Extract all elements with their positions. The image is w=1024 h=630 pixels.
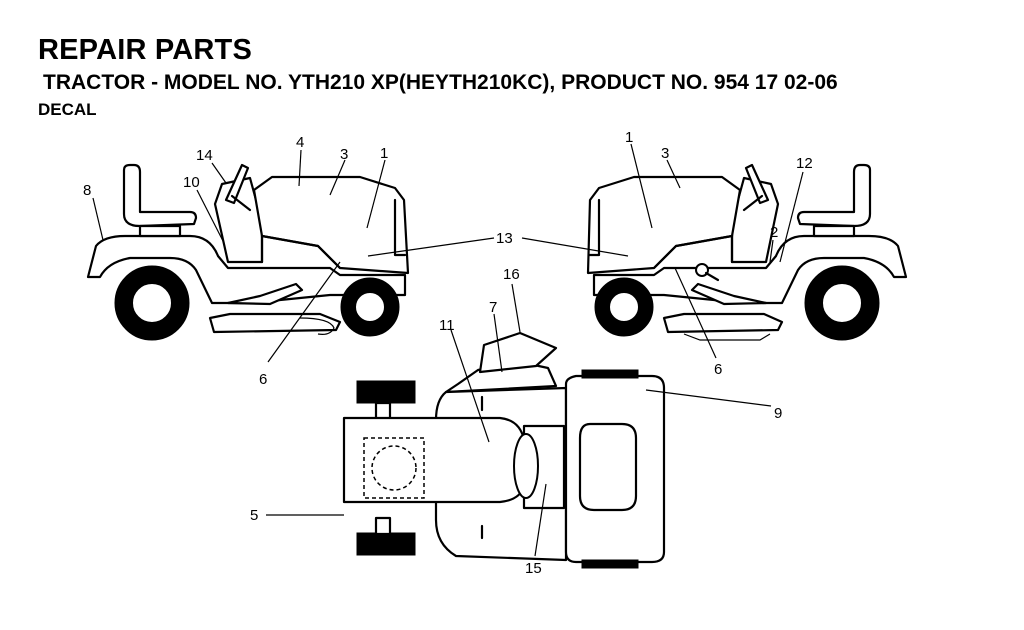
callout-3-right: 3: [661, 145, 669, 162]
callout-3-left: 3: [340, 146, 348, 163]
callout-2-right: 2: [770, 224, 778, 241]
tractor-right-view: [586, 163, 908, 341]
callout-6-right: 6: [714, 361, 722, 378]
tractor-left-view: [86, 163, 410, 341]
leader-lines: [92, 143, 804, 557]
callout-5-top: 5: [250, 507, 258, 524]
callout-1-left: 1: [380, 145, 388, 162]
callout-13: 13: [496, 230, 513, 247]
tractor-top-view: [342, 331, 666, 569]
page-subtitle: TRACTOR - MODEL NO. YTH210 XP(HEYTH210KC…: [43, 71, 838, 94]
callout-10-left: 10: [183, 174, 200, 191]
callout-1-right: 1: [625, 129, 633, 146]
callout-9-top: 9: [774, 405, 782, 422]
section-label: DECAL: [38, 100, 97, 119]
callout-12-right: 12: [796, 155, 813, 172]
callout-14-left: 14: [196, 147, 213, 164]
callout-7-top: 7: [489, 299, 497, 316]
callout-8-left: 8: [83, 182, 91, 199]
callout-16-top: 16: [503, 266, 520, 283]
callout-6-left: 6: [259, 371, 267, 388]
callout-15-top: 15: [525, 560, 542, 577]
callout-4-left: 4: [296, 134, 304, 151]
callout-11-top: 11: [439, 317, 455, 334]
callout-labels: 14 4 3 1 8 10 6 13 1 3 12 2 6 16 7 11 9 …: [83, 129, 813, 577]
page-title: REPAIR PARTS: [38, 34, 253, 66]
